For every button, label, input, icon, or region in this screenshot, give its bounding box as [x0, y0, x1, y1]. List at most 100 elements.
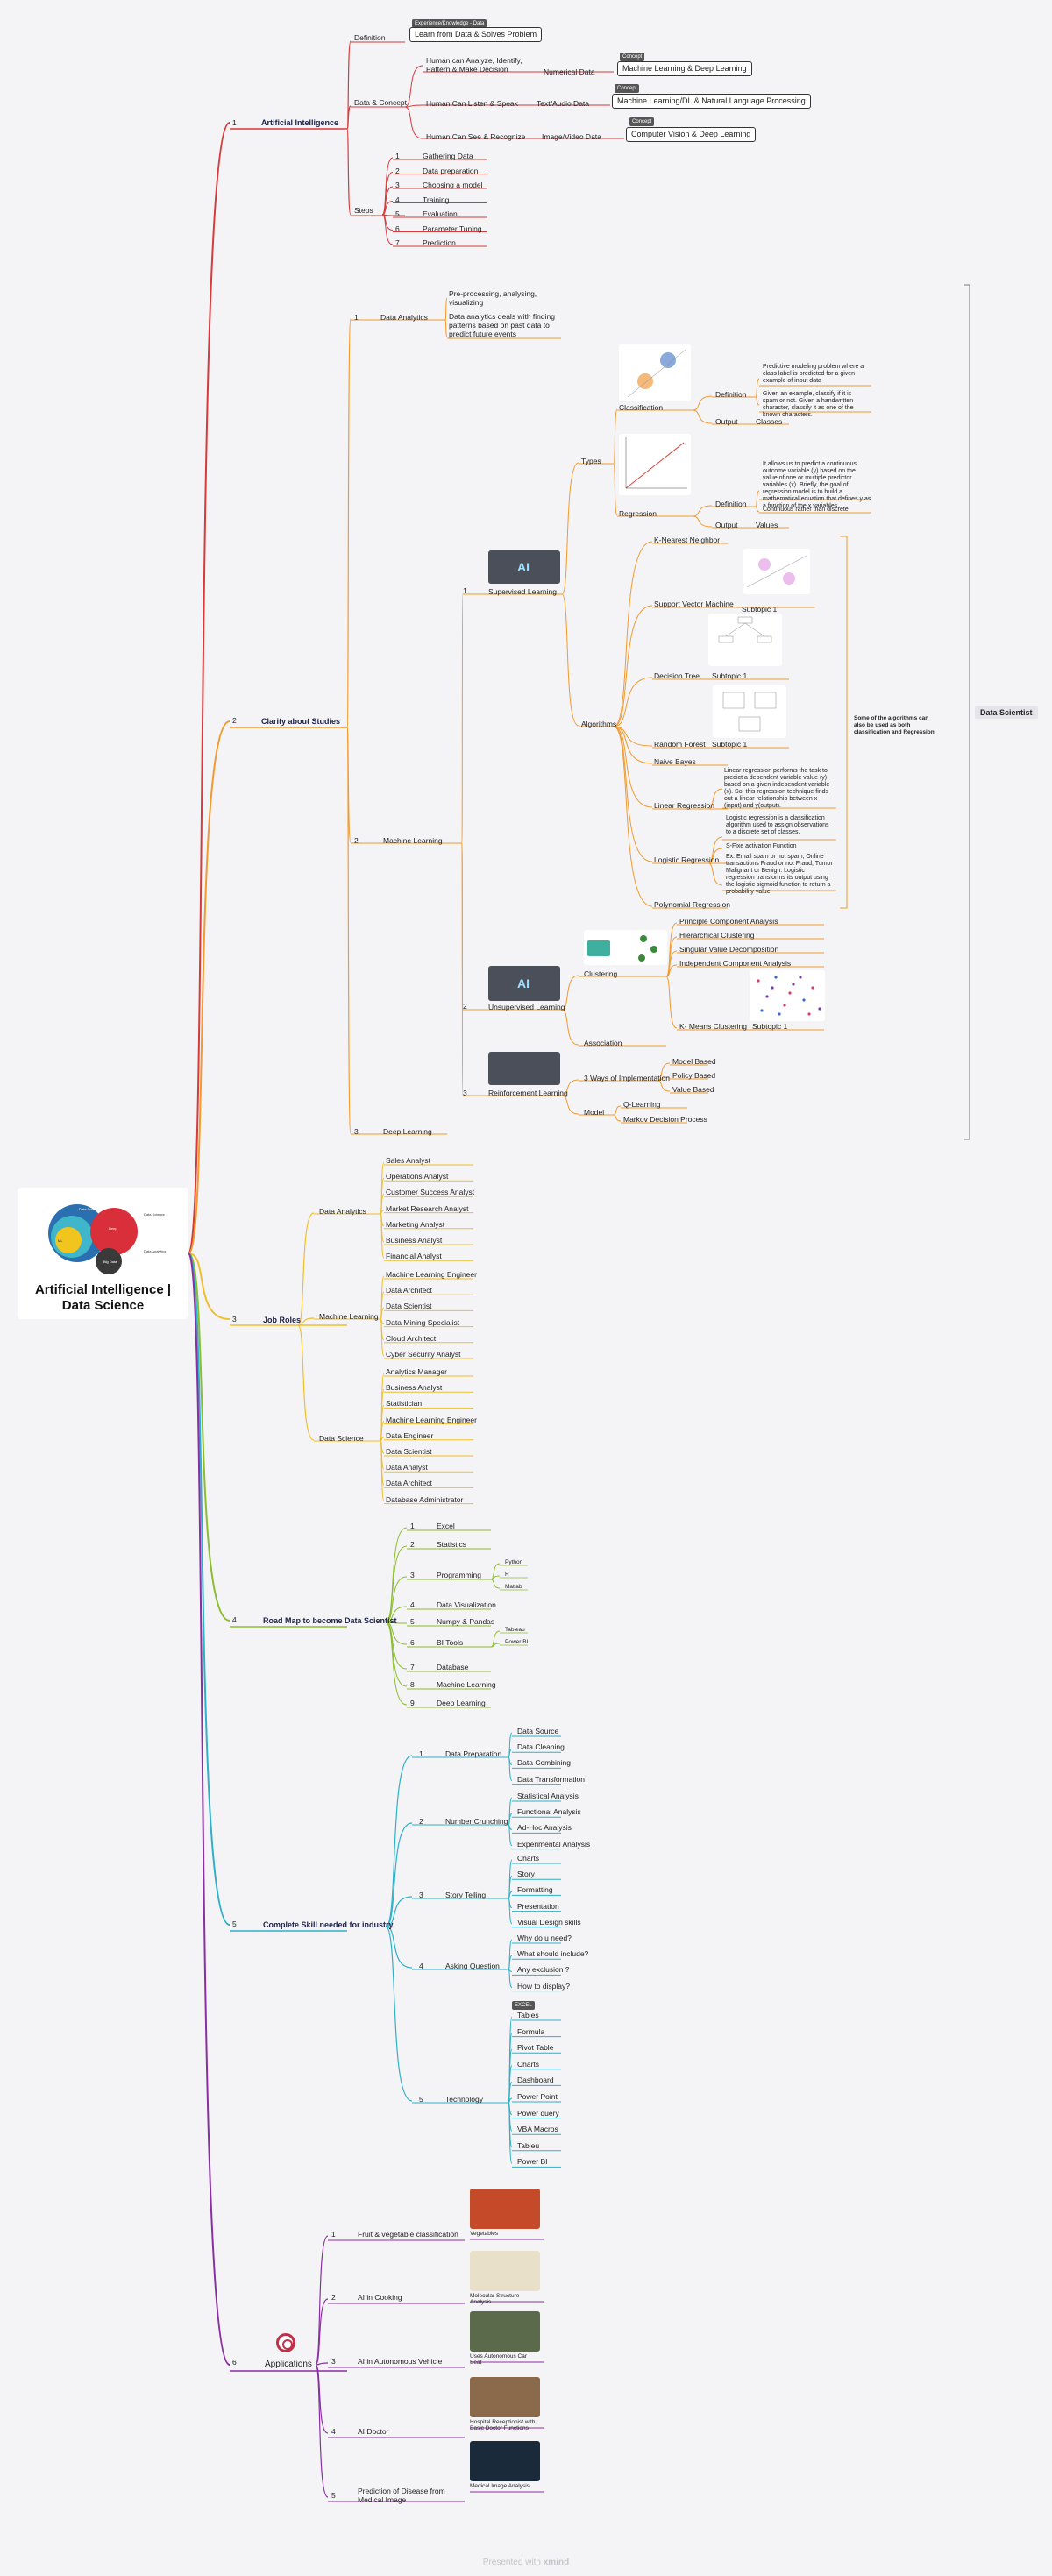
step-item[interactable]: Gathering Data: [423, 152, 473, 160]
job-item[interactable]: Database Administrator: [386, 1494, 464, 1504]
clustering-node[interactable]: Clustering: [584, 969, 618, 978]
subtopic-tree[interactable]: Subtopic 1: [712, 671, 748, 680]
types-node[interactable]: Types: [581, 457, 601, 465]
skill-item[interactable]: Power Point: [517, 2092, 558, 2101]
unsupervised-node[interactable]: Unsupervised Learning: [488, 1003, 565, 1011]
app-item-1[interactable]: Fruit & vegetable classification: [358, 2230, 458, 2239]
job-item[interactable]: Data Scientist: [386, 1302, 432, 1311]
rl-impl-item-1[interactable]: Model Based: [672, 1057, 716, 1066]
job-item[interactable]: Business Analyst: [386, 1383, 443, 1393]
job-item[interactable]: Data Architect: [386, 1479, 432, 1488]
skill-item[interactable]: Data Combining: [517, 1758, 571, 1768]
skill-item[interactable]: Formatting: [517, 1885, 553, 1895]
rl-model-item-1[interactable]: Q-Learning: [623, 1100, 661, 1109]
skill-item[interactable]: VBA Macros: [517, 2125, 558, 2134]
job-item[interactable]: Machine Learning Engineer: [386, 1270, 477, 1279]
da-node[interactable]: Data Analytics: [380, 313, 428, 322]
job-item[interactable]: Market Research Analyst: [386, 1203, 469, 1213]
step-item[interactable]: Evaluation: [423, 209, 458, 218]
dc-box-1[interactable]: Machine Learning & Deep Learning: [617, 61, 752, 76]
job-item[interactable]: Financial Analyst: [386, 1252, 442, 1261]
skill-item[interactable]: Statistical Analysis: [517, 1792, 579, 1800]
skill-item[interactable]: How to display?: [517, 1981, 571, 1991]
skill-group-5[interactable]: Technology: [445, 2095, 484, 2104]
skill-group-4[interactable]: Asking Question: [445, 1962, 500, 1970]
skill-item[interactable]: Ad-Hoc Analysis: [517, 1823, 572, 1833]
skill-item[interactable]: Visual Design skills: [517, 1917, 581, 1927]
ai-definition[interactable]: Definition: [354, 33, 386, 42]
algorithm-6[interactable]: Linear Regression: [654, 801, 714, 810]
roadmap-item-9[interactable]: Deep Learning: [437, 1699, 486, 1707]
ml-node[interactable]: Machine Learning: [383, 836, 443, 845]
subtopic-svm[interactable]: Subtopic 1: [742, 605, 778, 614]
app-item-4[interactable]: AI Doctor: [358, 2427, 389, 2436]
skill-item[interactable]: Data Cleaning: [517, 1742, 565, 1752]
step-item[interactable]: Prediction: [423, 238, 456, 247]
skill-item[interactable]: Charts: [517, 2059, 540, 2069]
skill-item[interactable]: Why do u need?: [517, 1934, 572, 1942]
job-item[interactable]: Marketing Analyst: [386, 1219, 445, 1229]
branch-roadmap[interactable]: Road Map to become Data Scientist: [263, 1616, 397, 1625]
roadmap-item-2[interactable]: Statistics: [437, 1540, 467, 1549]
job-item[interactable]: Data Analyst: [386, 1463, 428, 1473]
skill-item[interactable]: Formula: [517, 2026, 545, 2036]
job-group-3[interactable]: Data Science: [319, 1434, 364, 1443]
rl-model-node[interactable]: Model: [584, 1108, 605, 1117]
data-scientist-label[interactable]: Data Scientist: [975, 706, 1038, 719]
clustering-item-3[interactable]: Singular Value Decomposition: [679, 945, 779, 954]
skill-item[interactable]: Story: [517, 1870, 535, 1879]
job-item[interactable]: Customer Success Analyst: [386, 1188, 475, 1197]
roadmap-sub[interactable]: Power BI: [505, 1639, 529, 1645]
job-item[interactable]: Sales Analyst: [386, 1156, 431, 1165]
roadmap-item-5[interactable]: Numpy & Pandas: [437, 1617, 495, 1626]
classification-node[interactable]: Classification: [619, 403, 664, 412]
job-item[interactable]: Analytics Manager: [386, 1367, 447, 1376]
algorithm-7[interactable]: Logistic Regression: [654, 855, 720, 864]
branch-studies[interactable]: Clarity about Studies: [261, 717, 341, 726]
skill-item[interactable]: Tableu: [517, 2140, 540, 2150]
clustering-item-1[interactable]: Principle Component Analysis: [679, 917, 778, 926]
rl-model-item-2[interactable]: Markov Decision Process: [623, 1115, 707, 1124]
skill-group-2[interactable]: Number Crunching: [445, 1817, 508, 1826]
skill-item[interactable]: What should include?: [517, 1949, 589, 1959]
roadmap-item-8[interactable]: Machine Learning: [437, 1680, 496, 1689]
roadmap-sub[interactable]: Python: [505, 1559, 523, 1565]
skill-item[interactable]: Tables: [517, 2011, 539, 2019]
skill-item[interactable]: Power BI: [517, 2157, 548, 2167]
roadmap-item-6[interactable]: BI Tools: [437, 1638, 464, 1647]
job-item[interactable]: Data Architect: [386, 1286, 432, 1295]
algorithm-1[interactable]: K-Nearest Neighbor: [654, 536, 721, 544]
app-item-5[interactable]: Prediction of Disease from Medical Image: [358, 2487, 445, 2504]
job-item[interactable]: Operations Analyst: [386, 1172, 449, 1182]
job-item[interactable]: Data Engineer: [386, 1430, 434, 1440]
skill-group-3[interactable]: Story Telling: [445, 1891, 487, 1899]
clustering-item-5[interactable]: K- Means Clustering: [679, 1022, 748, 1031]
job-item[interactable]: Cloud Architect: [386, 1333, 437, 1343]
skill-item[interactable]: Functional Analysis: [517, 1807, 581, 1817]
app-item-3[interactable]: AI in Autonomous Vehicle: [358, 2357, 443, 2366]
ai-steps[interactable]: Steps: [354, 206, 373, 215]
dl-node[interactable]: Deep Learning: [383, 1127, 432, 1136]
rl-impl-item-2[interactable]: Policy Based: [672, 1071, 716, 1080]
algorithm-8[interactable]: Polynomial Regression: [654, 900, 730, 909]
clustering-item-4[interactable]: Independent Component Analysis: [679, 959, 792, 968]
skill-item[interactable]: Data Source: [517, 1727, 559, 1735]
branch-skills[interactable]: Complete Skill needed for industry: [263, 1920, 394, 1929]
roadmap-item-7[interactable]: Database: [437, 1663, 469, 1671]
root-topic[interactable]: Data Science Deep ML Big Data Data Scien…: [18, 1188, 188, 1319]
skill-group-1[interactable]: Data Preparation: [445, 1749, 502, 1758]
job-item[interactable]: Cyber Security Analyst: [386, 1350, 461, 1359]
roadmap-item-3[interactable]: Programming: [437, 1571, 482, 1579]
job-item[interactable]: Data Mining Specialist: [386, 1317, 460, 1327]
job-item[interactable]: Machine Learning Engineer: [386, 1415, 477, 1424]
job-item[interactable]: Data Scientist: [386, 1447, 432, 1456]
skill-item[interactable]: Dashboard: [517, 2076, 554, 2085]
supervised-node[interactable]: Supervised Learning: [488, 587, 557, 596]
job-item[interactable]: Statistician: [386, 1399, 423, 1409]
app-item-2[interactable]: AI in Cooking: [358, 2293, 402, 2302]
skill-item[interactable]: Presentation: [517, 1901, 559, 1911]
roadmap-sub[interactable]: Tableau: [505, 1627, 525, 1633]
roadmap-sub[interactable]: Matlab: [505, 1584, 522, 1590]
skill-item[interactable]: Power query: [517, 2108, 559, 2118]
rl-impl-item-3[interactable]: Value Based: [672, 1085, 714, 1094]
